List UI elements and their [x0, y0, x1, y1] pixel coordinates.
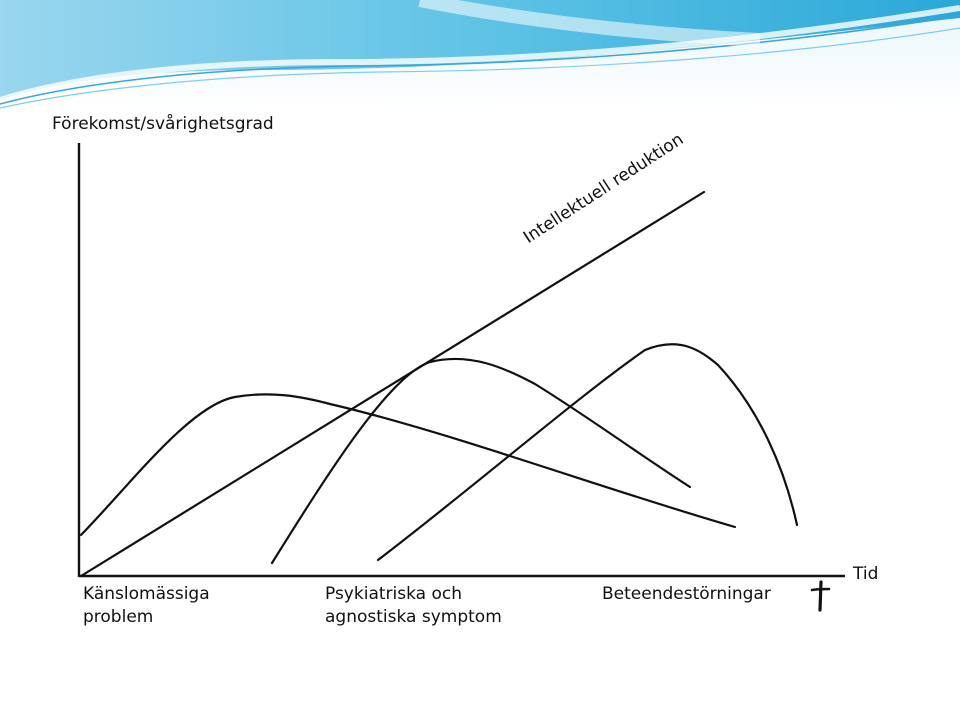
- phase-label-line: Beteendestörningar: [602, 584, 771, 604]
- phase-label-line: Känslomässiga: [83, 584, 210, 604]
- phase-label-line: agnostiska symptom: [325, 607, 502, 627]
- phase-label-emotional: Känslomässiga problem: [83, 583, 210, 629]
- phase-label-behavioral: Beteendestörningar: [602, 583, 771, 606]
- intellectual-reduction-line: [79, 190, 706, 578]
- phase-label-line: problem: [83, 607, 154, 627]
- emotional-problems-curve: [79, 393, 737, 537]
- y-axis-label: Förekomst/svårighetsgrad: [52, 114, 274, 134]
- psychiatric-symptoms-curve: [270, 357, 692, 565]
- behavioral-disorders-curve: [376, 343, 799, 562]
- phase-label-line: Psykiatriska och: [325, 584, 462, 604]
- x-axis-label: Tid: [853, 564, 879, 584]
- phase-label-psychiatric: Psykiatriska och agnostiska symptom: [325, 583, 502, 629]
- header-wave-decoration: [0, 0, 960, 110]
- death-cross-icon: [810, 580, 831, 612]
